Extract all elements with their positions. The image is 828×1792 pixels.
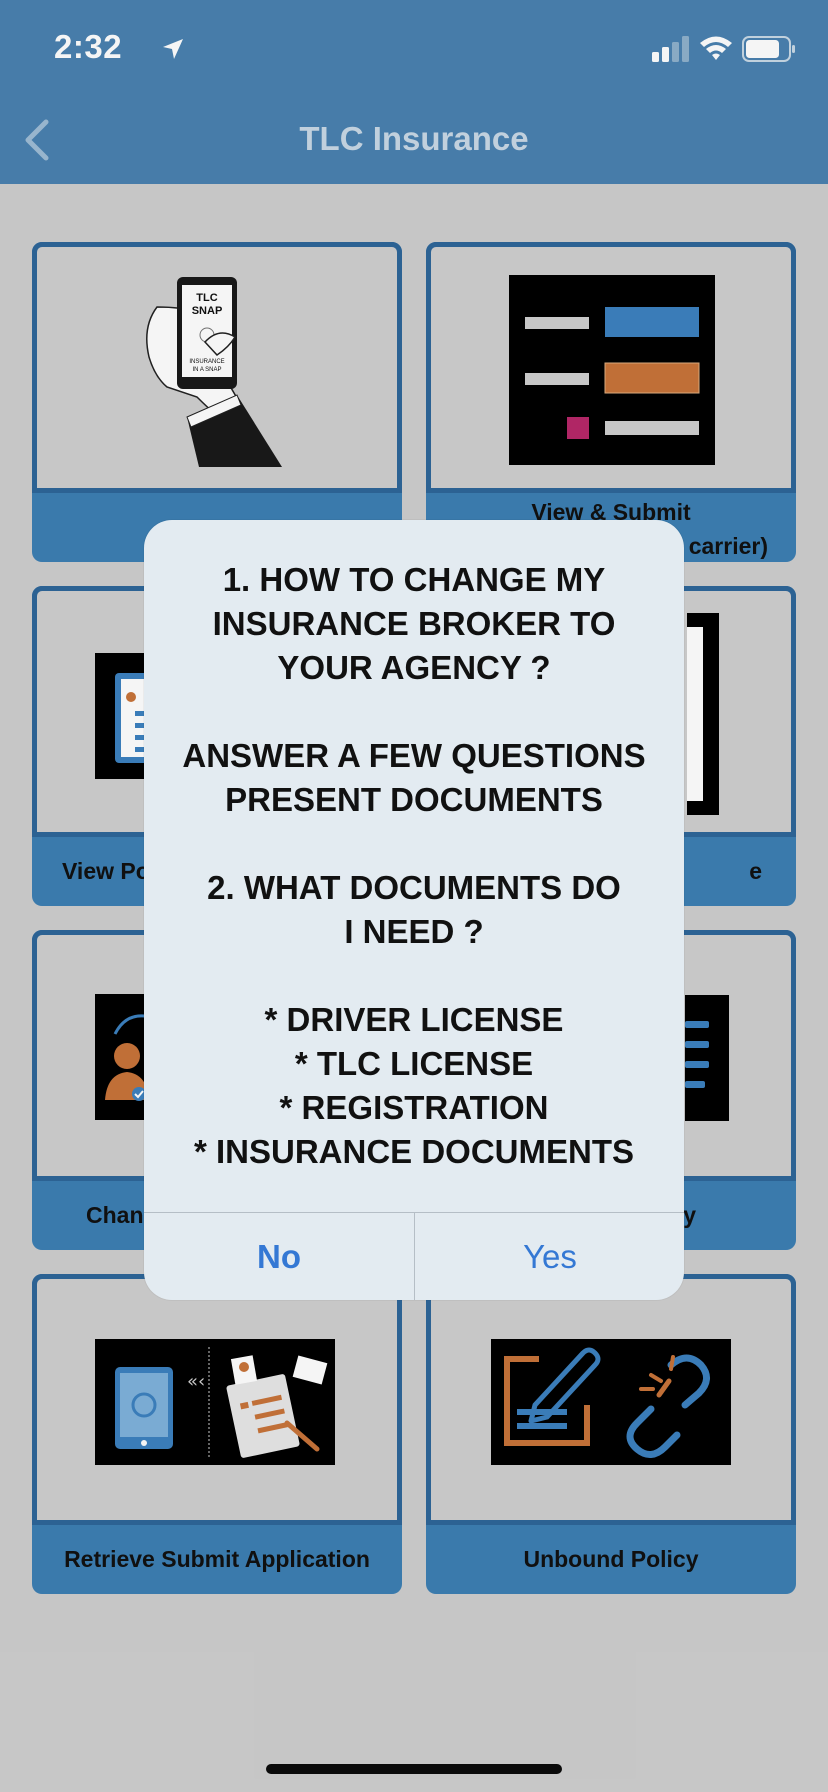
page-title: TLC Insurance xyxy=(299,120,529,157)
no-button[interactable]: No xyxy=(257,1237,301,1275)
retrieve-application-icon: «‹ xyxy=(95,1339,335,1465)
alert-message: 1. HOW TO CHANGE MY INSURANCE BROKER TO … xyxy=(182,561,646,1170)
tile-label: Chan xyxy=(86,1201,144,1228)
chevron-left-icon[interactable] xyxy=(20,116,54,164)
tile-tlc-snap[interactable]: TLC SNAP INSURANCE IN A SNAP xyxy=(32,242,402,562)
status-time: 2:32 xyxy=(54,28,123,65)
yes-button[interactable]: Yes xyxy=(523,1237,577,1275)
svg-text:TLC: TLC xyxy=(196,292,217,304)
tile-image-frame: TLC SNAP INSURANCE IN A SNAP xyxy=(32,242,402,493)
tile-view-submit[interactable]: View & Submit carrier) xyxy=(426,242,796,562)
tile-label-line: carrier) xyxy=(688,532,768,559)
battery-icon xyxy=(742,36,795,62)
tile-label: View Po xyxy=(62,857,150,884)
svg-text:SNAP: SNAP xyxy=(192,305,223,317)
tile-image-frame xyxy=(426,242,796,493)
svg-text:IN A SNAP: IN A SNAP xyxy=(192,367,221,373)
svg-text:«‹: «‹ xyxy=(187,1371,205,1392)
tile-image-frame: «‹ xyxy=(32,1274,402,1525)
location-arrow-icon xyxy=(163,39,183,59)
document-frame-icon xyxy=(687,613,719,815)
tile-label: e xyxy=(749,857,762,884)
cellular-signal-icon xyxy=(652,36,689,62)
tile-label: Retrieve Submit Application xyxy=(64,1545,370,1572)
edit-and-broken-link-icon xyxy=(491,1339,731,1465)
form-fields-icon xyxy=(509,275,715,465)
tile-unbound-policy[interactable]: Unbound Policy xyxy=(426,1274,796,1594)
home-indicator[interactable] xyxy=(266,1764,562,1774)
svg-text:INSURANCE: INSURANCE xyxy=(189,359,224,365)
tile-label: y xyxy=(683,1201,696,1228)
alert-dialog: 1. HOW TO CHANGE MY INSURANCE BROKER TO … xyxy=(144,520,684,1300)
list-icon xyxy=(685,995,729,1121)
wifi-icon xyxy=(700,36,732,60)
tile-retrieve-submit-application[interactable]: «‹ Retrieve Submit Application xyxy=(32,1274,402,1594)
tlc-snap-phone-icon: TLC SNAP INSURANCE IN A SNAP xyxy=(146,277,282,467)
navigation-bar: 2:32 TLC Insurance xyxy=(0,0,828,184)
alert-button-divider xyxy=(414,1212,415,1300)
tile-label: Unbound Policy xyxy=(523,1545,699,1572)
